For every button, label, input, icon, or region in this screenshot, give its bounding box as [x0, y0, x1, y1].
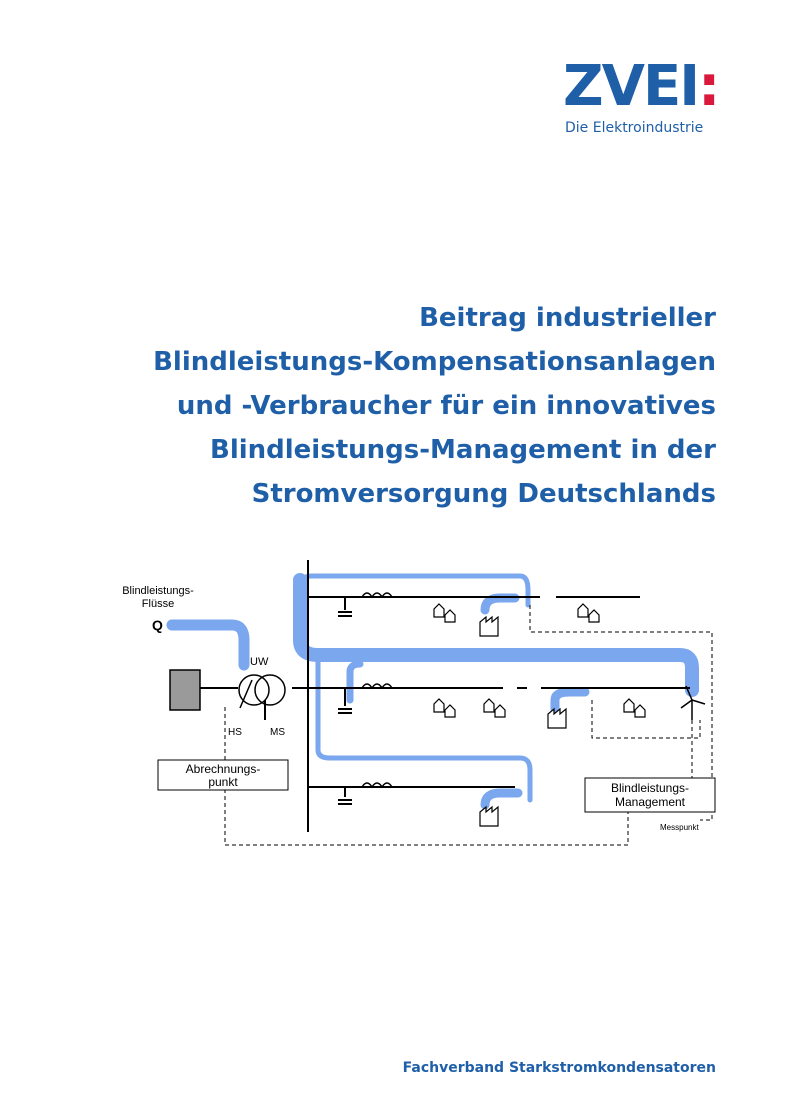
logo-tagline: Die Elektroindustrie	[565, 120, 704, 136]
flow-bottom-feeder	[315, 659, 533, 803]
title-line: Beitrag industrieller	[419, 303, 716, 333]
factory-icon	[479, 615, 499, 637]
billing-label-line2: punkt	[208, 775, 238, 789]
house-icons	[433, 603, 646, 718]
capacitor-icons	[338, 597, 352, 805]
factory-icons	[479, 615, 567, 827]
house-icon	[577, 603, 600, 623]
inductor-icon	[361, 782, 393, 789]
house-icon	[483, 698, 506, 718]
inductor-icon	[361, 683, 393, 690]
title-line: Stromversorgung Deutschlands	[251, 479, 716, 509]
reactive-power-diagram: Blindleistungs- Flüsse Q UW HS MS Abrech…	[122, 560, 716, 846]
flow-mid-cap	[346, 660, 364, 704]
incoming-flow	[166, 619, 250, 671]
document-title: Beitrag industrieller Blindleistungs-Kom…	[76, 296, 716, 516]
reactive-power-flows	[166, 573, 699, 810]
ms-label: MS	[270, 727, 285, 738]
q-label: Q	[152, 617, 163, 633]
hs-label: HS	[228, 727, 242, 738]
title-line: Blindleistungs-Kompensationsanlagen	[153, 347, 716, 377]
flow-mid-load	[550, 687, 590, 715]
measure-point-label: Messpunkt	[660, 823, 699, 832]
house-icon	[623, 698, 646, 718]
billing-point-box	[157, 759, 289, 791]
flow-label-line2: Flüsse	[142, 598, 174, 610]
communication-lines	[224, 605, 713, 846]
transmission-grid-box	[169, 669, 201, 711]
inductor-icons	[361, 592, 393, 789]
title-line: Blindleistungs-Management in der	[210, 435, 716, 465]
house-icon	[433, 603, 456, 623]
transformer-icon	[238, 674, 286, 709]
house-icon	[433, 698, 456, 718]
footer-association: Fachverband Starkstromkondensatoren	[402, 1060, 716, 1076]
logo-wordmark: ZVEI	[563, 54, 700, 119]
management-label-line2: Management	[615, 795, 686, 809]
flow-bottom-load	[480, 788, 523, 810]
factory-icon	[547, 707, 567, 729]
management-label-line1: Blindleistungs-	[611, 781, 689, 795]
inductor-icon	[361, 592, 393, 599]
logo-colon: :	[698, 54, 720, 119]
billing-label-line1: Abrechnungs-	[186, 762, 261, 776]
flow-top-load	[480, 593, 520, 615]
management-box	[584, 777, 716, 813]
flow-main-feeder	[293, 573, 699, 697]
title-line: und -Verbraucher für ein innovatives	[176, 391, 716, 421]
zvei-logo: ZVEI:	[563, 54, 720, 119]
wind-turbine-icon	[680, 685, 706, 720]
factory-icon	[479, 805, 499, 827]
flow-top-feeder	[297, 573, 531, 608]
uw-label: UW	[250, 656, 269, 668]
flow-label-line1: Blindleistungs-	[122, 585, 194, 597]
